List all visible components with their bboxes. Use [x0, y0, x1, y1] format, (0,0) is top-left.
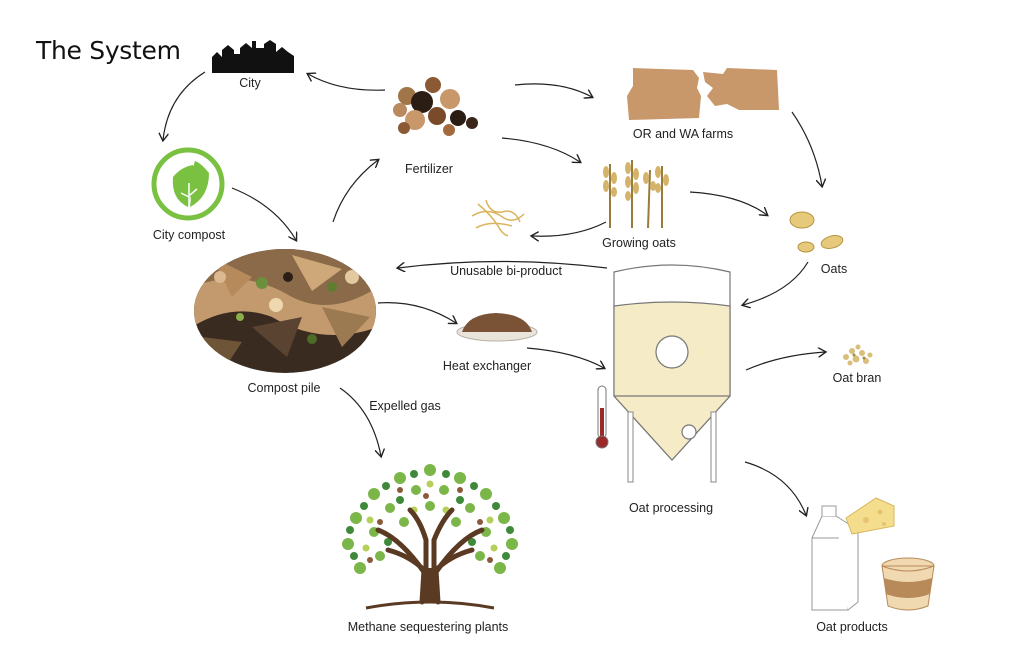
arrow-fertilizer-to-growing	[501, 137, 580, 162]
arrow-growing-to-oats	[689, 191, 767, 215]
oat-stalks-icon	[603, 160, 669, 229]
arrow-fertilizer-to-city	[308, 74, 386, 91]
arrow-pile-to-fertilizer	[332, 160, 378, 223]
oat-bran-icon	[843, 344, 873, 366]
arrow-compost-to-pile	[231, 187, 296, 240]
arrow-heat-to-tank	[526, 347, 604, 368]
arrow-tank-to-pile	[398, 260, 608, 269]
heat-exchanger-label: Heat exchanger	[442, 359, 532, 373]
expelled-gas-label: Expelled gas	[369, 399, 441, 413]
arrow-city-to-compost	[163, 71, 206, 140]
arrow-tank-to-bran	[745, 352, 825, 371]
city-label: City	[239, 76, 261, 90]
tree-icon	[334, 462, 526, 610]
oat-bran-label: Oat bran	[832, 371, 882, 385]
arrow-oats-to-tank	[743, 261, 809, 305]
oats-label: Oats	[820, 262, 848, 276]
arrow-growing-to-unusable	[532, 221, 607, 236]
oat-products-icon	[811, 497, 935, 611]
compost-leaf-icon	[151, 147, 225, 221]
oat-products-label: Oat products	[816, 620, 888, 634]
chaff-strands-icon	[471, 199, 525, 237]
arrow-farms-to-oats	[791, 111, 822, 186]
state-map-icon	[627, 68, 779, 120]
diagram-title: The System	[36, 36, 181, 65]
compost-pile-icon	[194, 249, 376, 373]
arrow-pile-to-gas	[339, 387, 381, 456]
fertilizer-label: Fertilizer	[405, 162, 453, 176]
compost-pile-label: Compost pile	[247, 381, 321, 395]
arrow-tank-to-products	[744, 461, 806, 515]
arrow-pile-to-heat	[377, 302, 456, 323]
city-compost-label: City compost	[152, 228, 226, 242]
methane-plants-label: Methane sequestering plants	[347, 620, 509, 634]
heat-exchanger-icon	[456, 313, 538, 342]
fertilizer-pellets-icon	[393, 77, 478, 136]
arrow-fertilizer-to-farms	[514, 83, 592, 97]
oat-grains-icon	[789, 211, 844, 253]
growing-oats-label: Growing oats	[602, 236, 676, 250]
processing-tank-icon	[595, 264, 731, 483]
farms-label: OR and WA farms	[632, 127, 734, 141]
city-skyline-icon	[212, 40, 294, 73]
oat-processing-label: Oat processing	[628, 501, 714, 515]
unusable-byproduct-label: Unusable bi-product	[450, 264, 562, 278]
